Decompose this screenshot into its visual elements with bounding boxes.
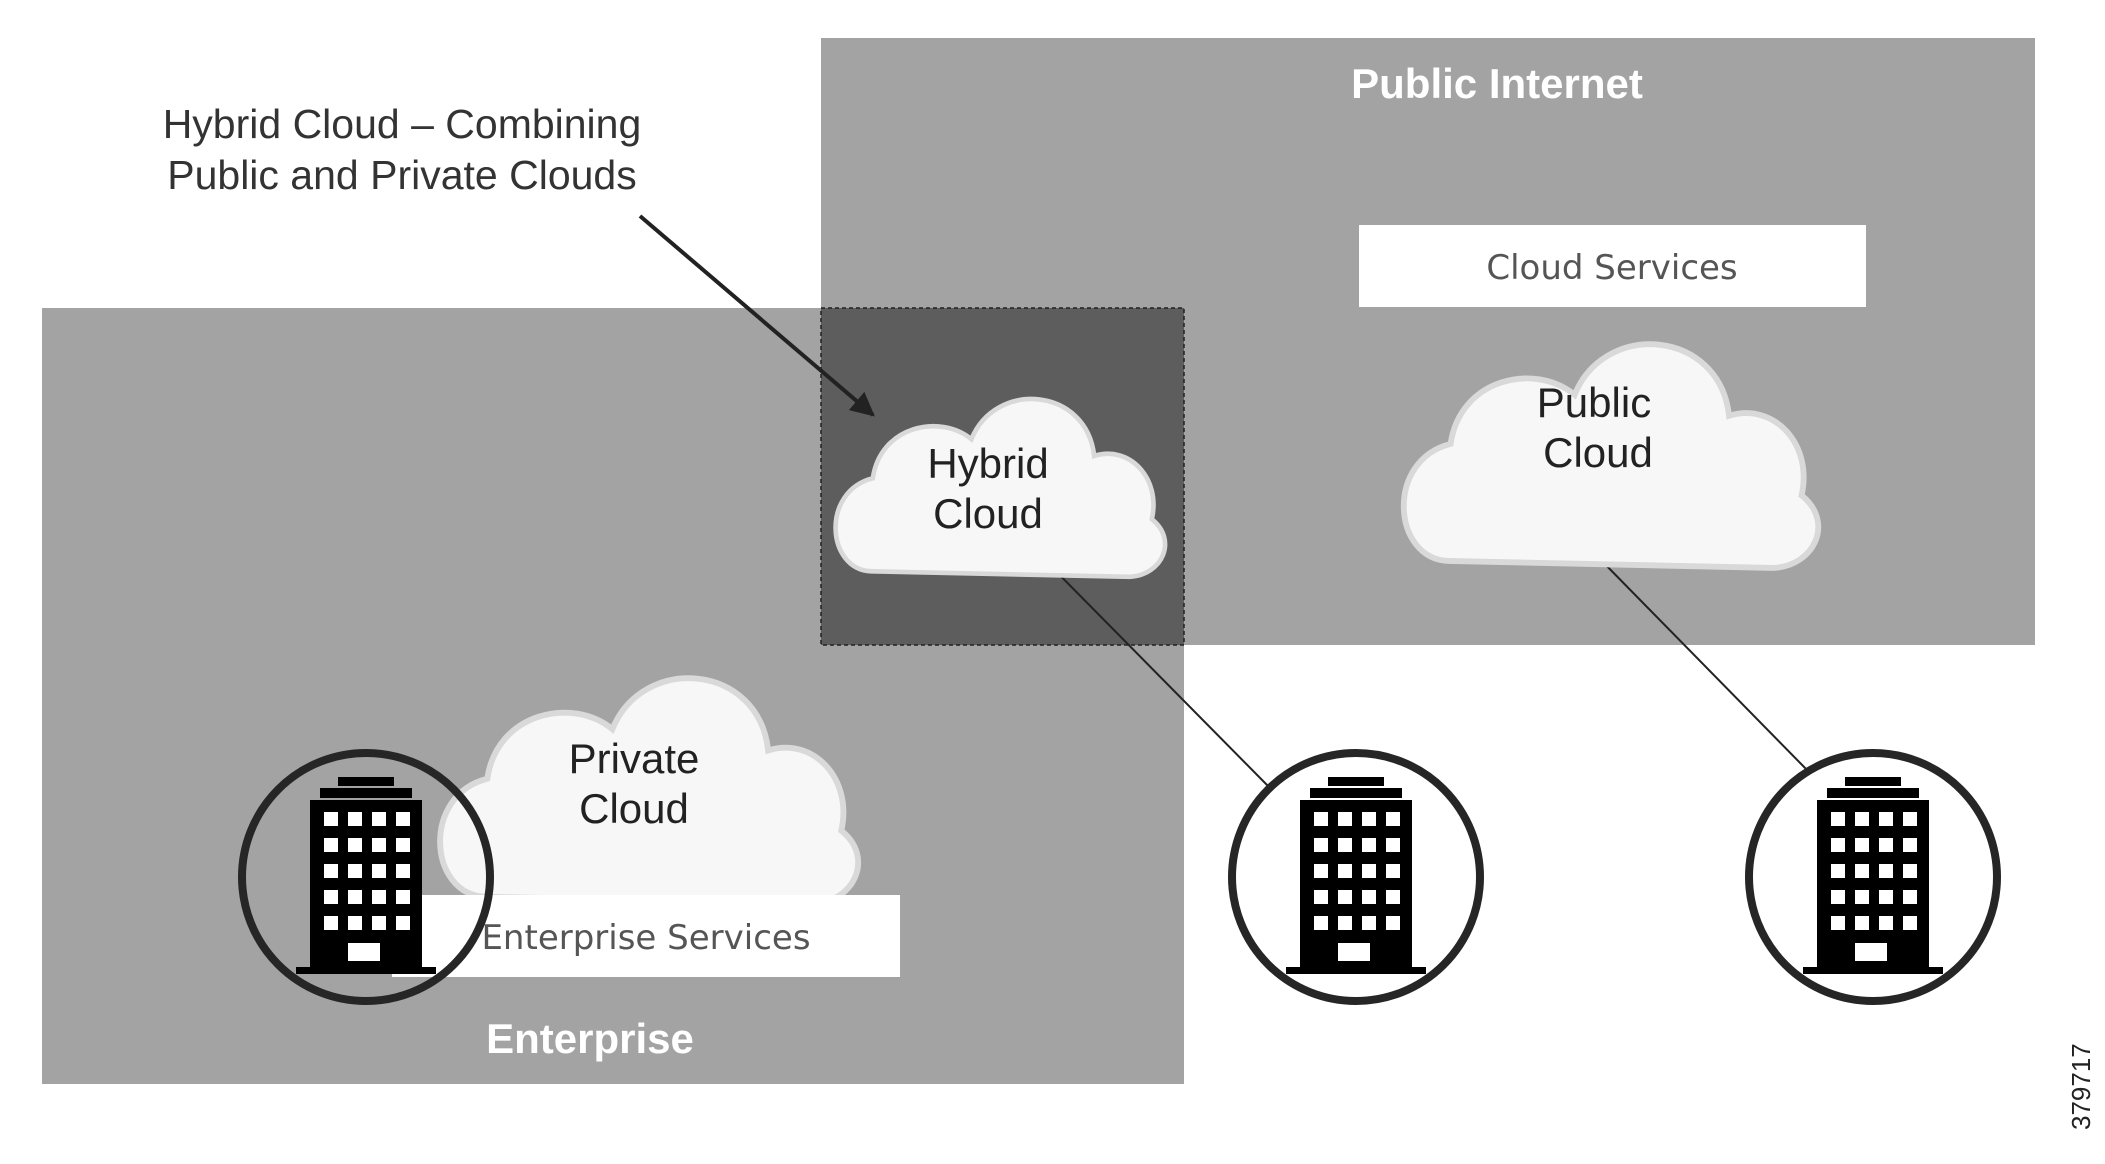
figure-id: 379717: [2066, 1043, 2096, 1130]
hybrid-cloud-label-line1: Hybrid: [927, 440, 1048, 487]
public-cloud-label-line2: Cloud: [1543, 429, 1653, 476]
hybrid-connector-line: [1031, 546, 1271, 789]
private-cloud-label-line2: Cloud: [579, 785, 689, 832]
public-cloud-label-line1: Public: [1537, 379, 1651, 426]
hybrid-building-node: [1228, 749, 1484, 1005]
public-building-node: [1745, 749, 2001, 1005]
callout-line2: Public and Private Clouds: [167, 152, 636, 198]
public-connector-line: [1595, 554, 1811, 774]
cloud-services-label: Cloud Services: [1486, 248, 1737, 288]
public-internet-title: Public Internet: [1351, 60, 1643, 107]
cloud-services-bar: [1359, 225, 1866, 307]
office-building-icon: [296, 777, 436, 974]
enterprise-services-label: Enterprise Services: [481, 918, 810, 958]
private-cloud-label-line1: Private: [569, 735, 700, 782]
office-building-icon: [1286, 777, 1426, 974]
office-building-icon: [1803, 777, 1943, 974]
hybrid-cloud-label-line2: Cloud: [933, 490, 1043, 537]
enterprise-building-node: [238, 749, 494, 1005]
callout-line1: Hybrid Cloud – Combining: [163, 101, 642, 147]
callout-arrow: [638, 214, 875, 417]
enterprise-title: Enterprise: [486, 1015, 694, 1062]
